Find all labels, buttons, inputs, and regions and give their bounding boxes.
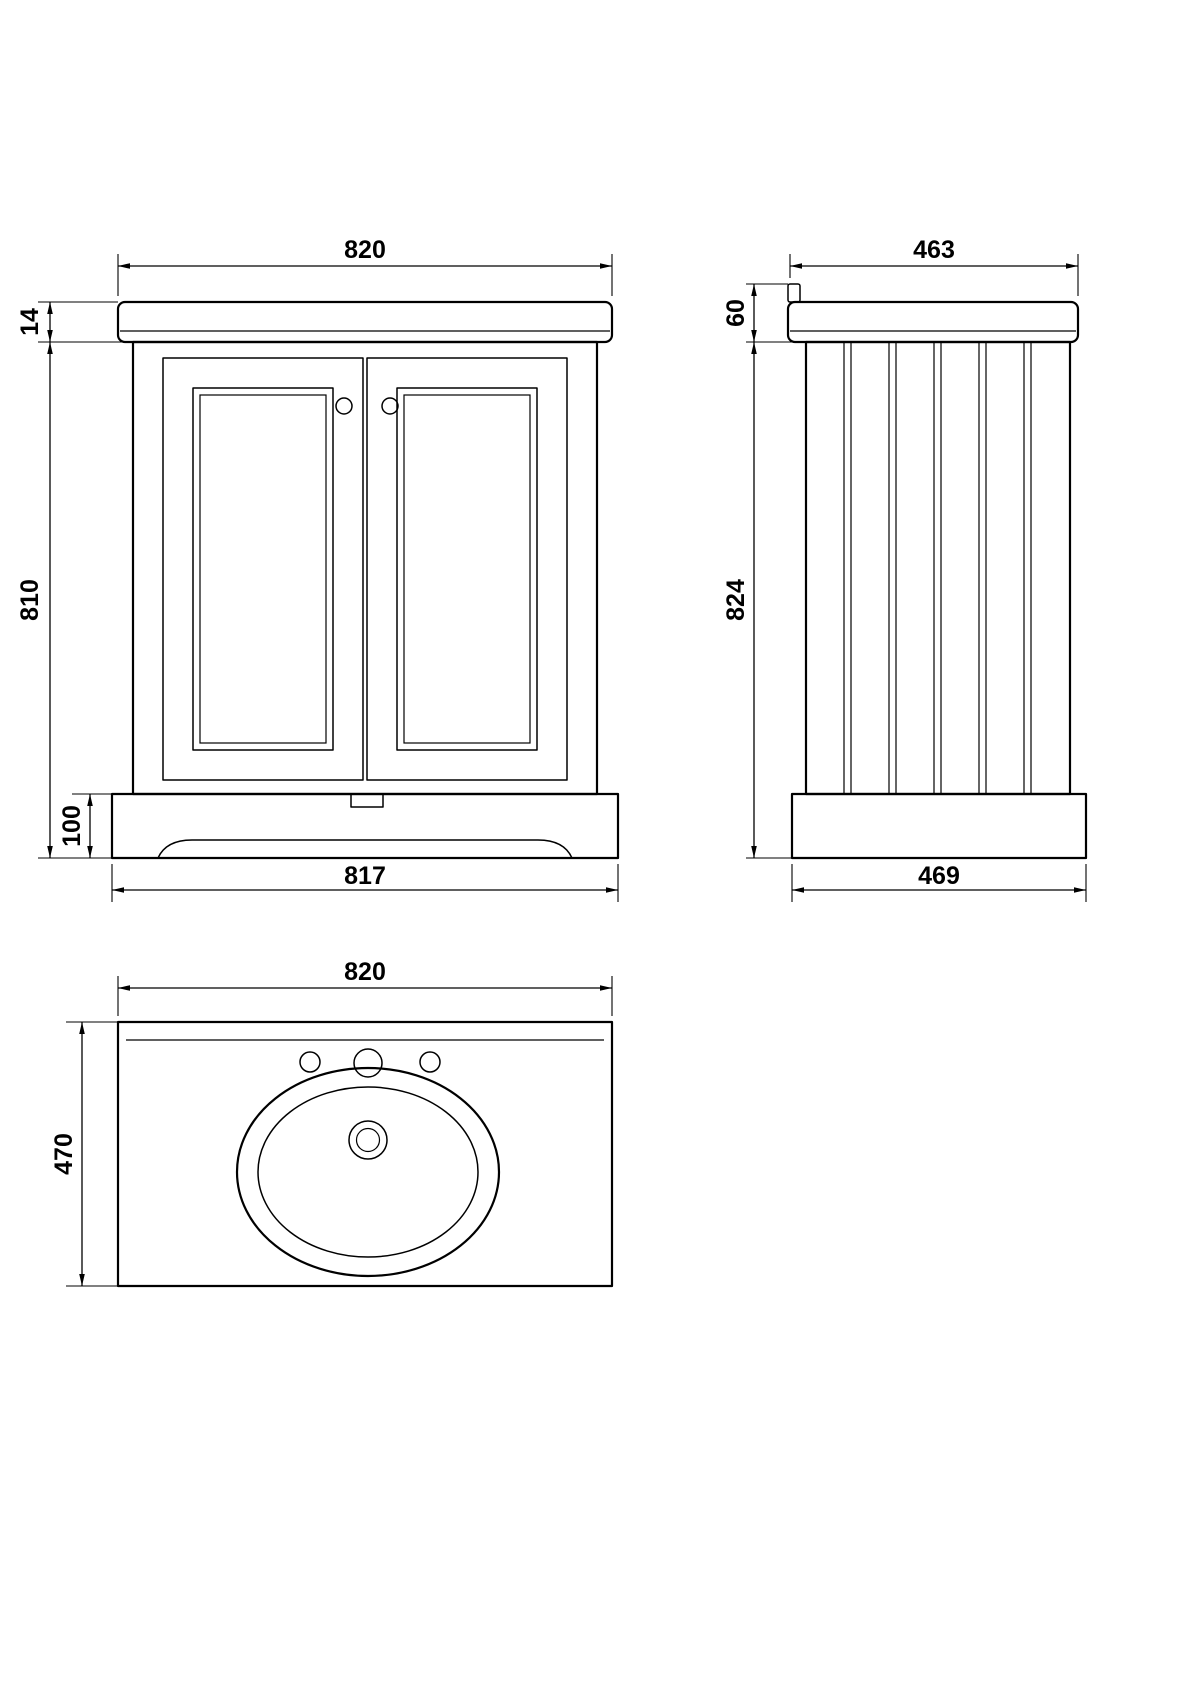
side-plinth: [790, 792, 1088, 860]
dim-front-top-width: 820: [117, 236, 613, 296]
plan-view: 820 470: [50, 958, 614, 1288]
dim-side-top-depth: 463: [789, 236, 1079, 296]
tap-hole-center: [353, 1048, 383, 1078]
front-cabinet-body: [131, 340, 599, 796]
dim-side-base-depth: 469: [791, 862, 1087, 902]
plan-countertop: [116, 1020, 614, 1288]
front-left-door: [162, 357, 364, 781]
dim-side-top-depth-label: 463: [913, 236, 955, 264]
dim-front-base-width: 817: [111, 862, 619, 902]
left-door-knob: [335, 397, 353, 415]
front-left-door-panel-bevel: [199, 394, 327, 744]
basin-outer-rim: [235, 1066, 501, 1278]
front-plinth-center-notch: [350, 793, 384, 808]
tap-hole-left: [299, 1051, 321, 1073]
side-panel-planks: [843, 342, 1032, 794]
dim-front-counter-thickness: 14: [16, 301, 133, 343]
front-view: 820 14 810 100: [16, 236, 620, 902]
dim-front-plinth-height-label: 100: [58, 805, 86, 847]
dim-front-body-height-label: 810: [16, 579, 44, 621]
right-door-knob: [381, 397, 399, 415]
dim-side-body-height: 824: [722, 341, 806, 859]
front-countertop: [116, 300, 614, 344]
front-right-door-panel-bevel: [403, 394, 531, 744]
front-left-door-panel: [192, 387, 334, 751]
dim-plan-depth-label: 470: [50, 1133, 78, 1175]
dim-front-body-height: 810: [16, 342, 112, 859]
dim-side-base-depth-label: 469: [918, 862, 960, 890]
front-plinth: [110, 792, 620, 860]
dim-front-counter-thickness-label: 14: [16, 308, 44, 336]
front-right-door-panel: [396, 387, 538, 751]
front-right-door: [366, 357, 568, 781]
front-plinth-apron: [157, 839, 573, 859]
side-upstand: [787, 283, 801, 303]
dim-front-plinth-height: 100: [58, 793, 112, 858]
side-view: 463 60 824 469: [722, 236, 1088, 902]
basin-inner-bowl: [257, 1086, 479, 1258]
dim-side-upstand-height: 60: [722, 283, 788, 342]
dim-side-upstand-height-label: 60: [722, 299, 750, 327]
dim-front-base-width-label: 817: [344, 862, 386, 890]
tap-hole-right: [419, 1051, 441, 1073]
dim-plan-depth: 470: [50, 1021, 118, 1287]
basin-drain-inner: [355, 1127, 381, 1153]
dim-plan-width: 820: [117, 958, 613, 1016]
side-countertop: [786, 300, 1080, 344]
dim-front-top-width-label: 820: [344, 236, 386, 264]
dim-plan-width-label: 820: [344, 958, 386, 986]
dim-side-body-height-label: 824: [722, 579, 750, 621]
basin-drain-outer: [348, 1120, 388, 1160]
